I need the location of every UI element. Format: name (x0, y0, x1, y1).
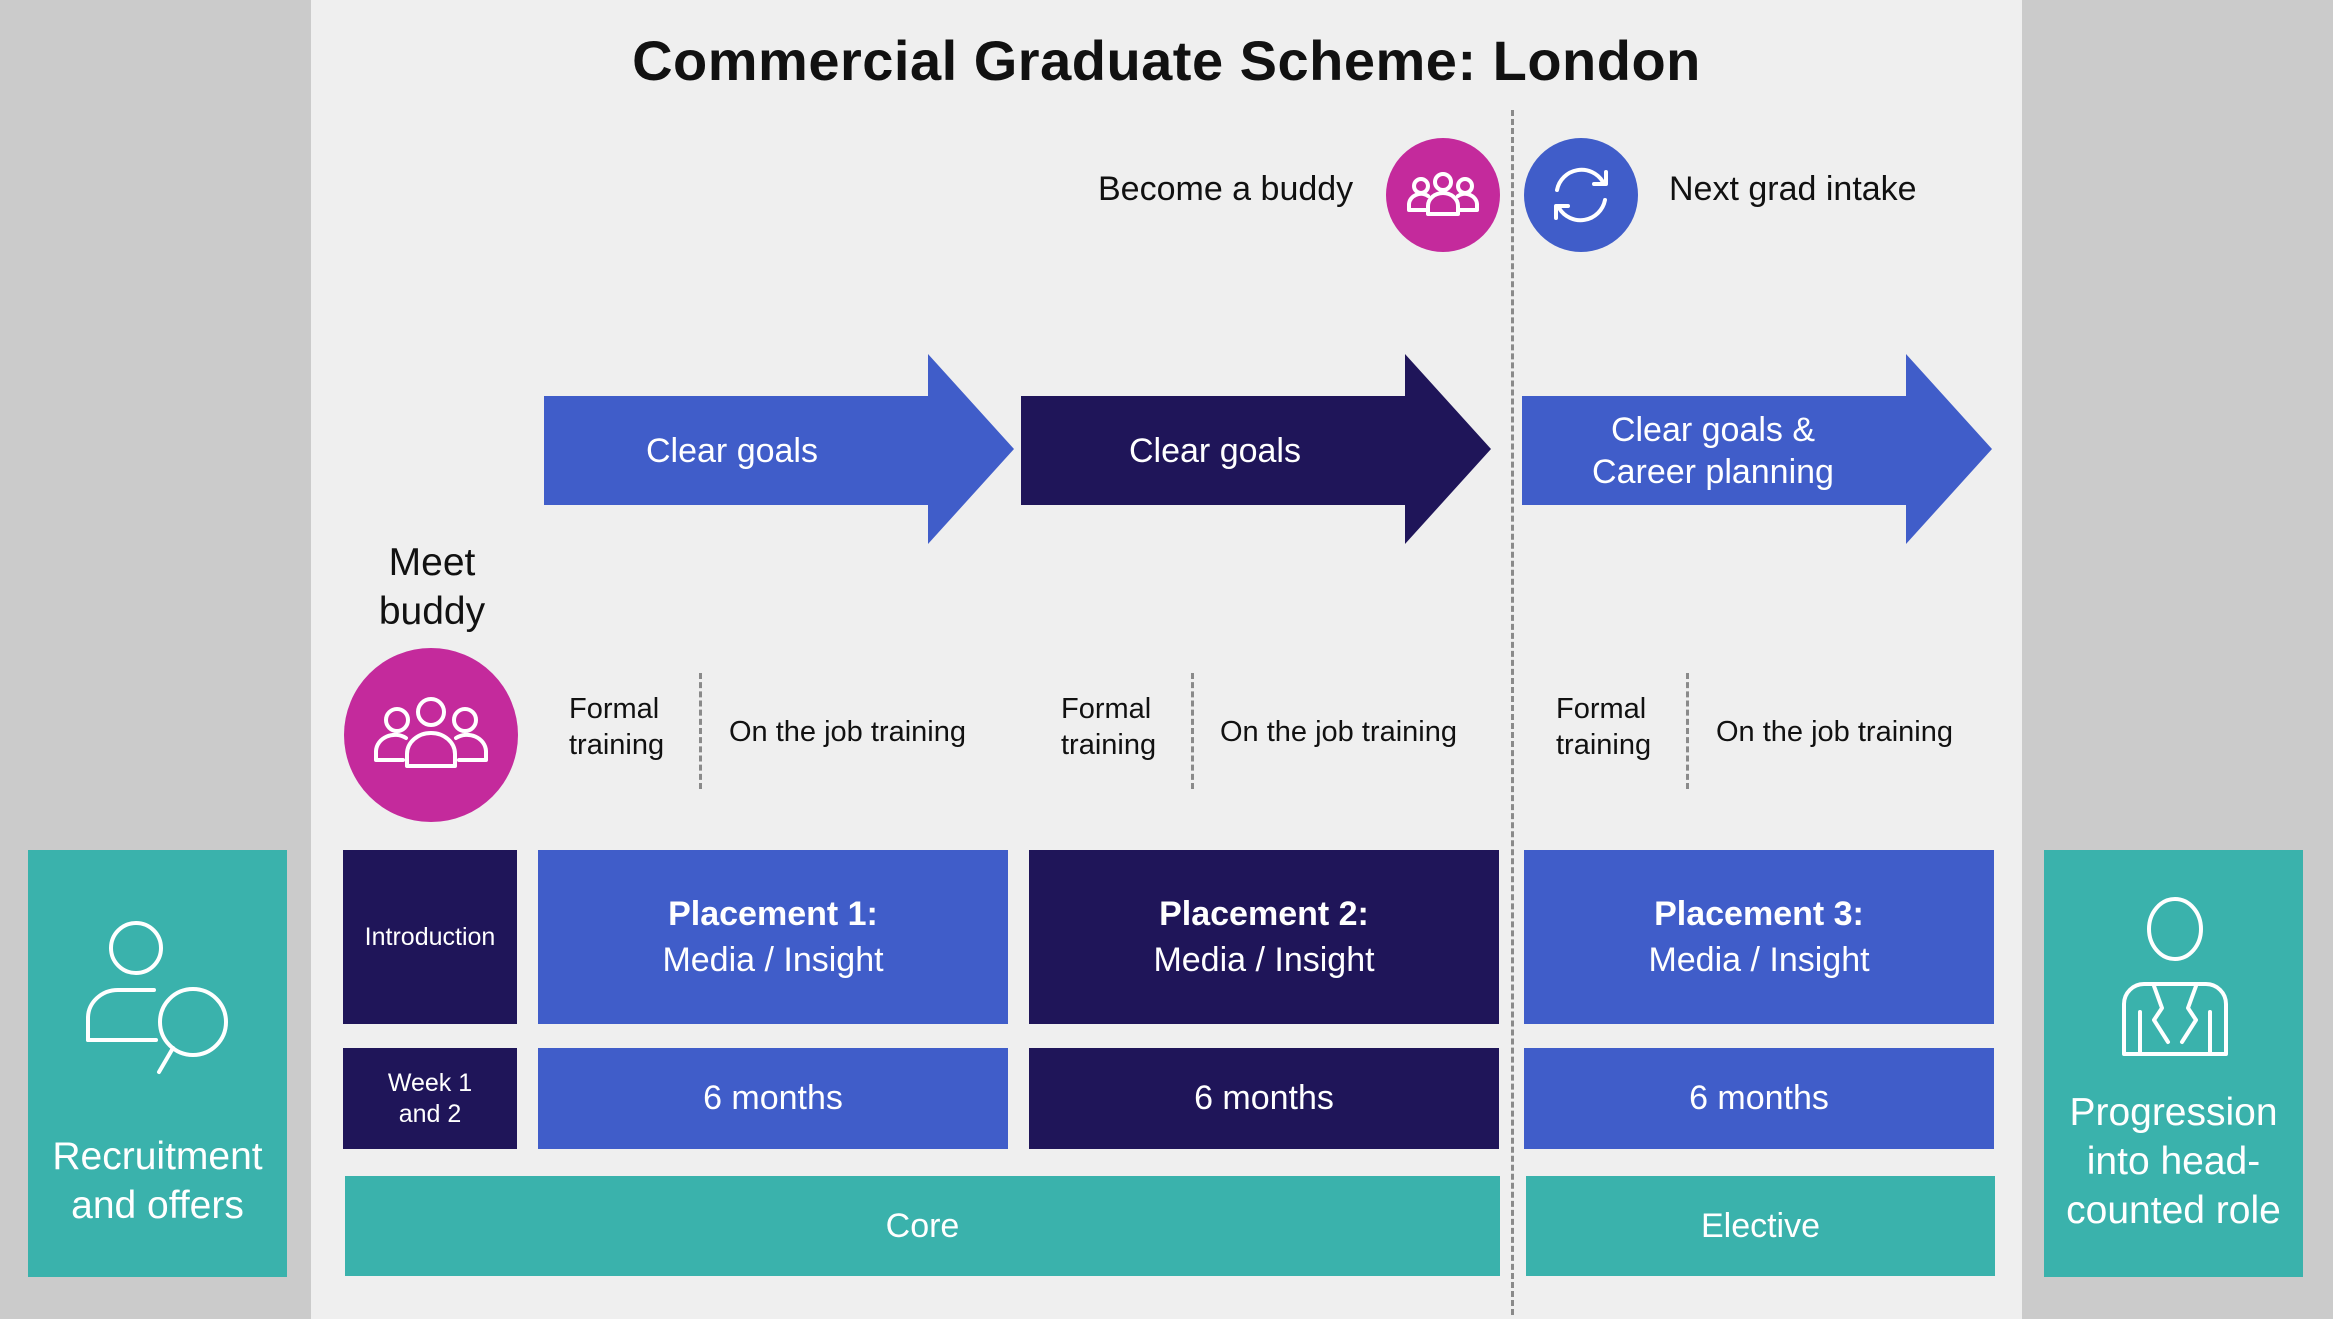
placement-3-box: Placement 3: Media / Insight (1524, 850, 1994, 1024)
core-track: Core (345, 1176, 1500, 1276)
placement-3-duration: 6 months (1524, 1048, 1994, 1149)
next-intake-label: Next grad intake (1669, 170, 1917, 208)
arrow-1-label: Clear goals (646, 431, 818, 470)
meet-buddy-label: Meet buddy (343, 538, 521, 636)
recruitment-panel: Recruitment and offers (28, 850, 287, 1277)
formal-training-2-line2: training (1061, 729, 1157, 761)
buddy-group-icon (1386, 138, 1500, 252)
arrow-3 (1522, 354, 1992, 544)
placement-2-title: Placement 2: (1159, 895, 1369, 933)
on-job-training-2: On the job training (1220, 716, 1457, 748)
progression-line3: counted role (2066, 1189, 2281, 1232)
placement-1-box: Placement 1: Media / Insight (538, 850, 1008, 1024)
progression-line1: Progression (2069, 1091, 2278, 1134)
formal-training-3: Formal training (1556, 691, 1651, 763)
meet-buddy-icon (344, 648, 518, 822)
placement-2-subtitle: Media / Insight (1153, 941, 1375, 979)
formal-training-3-line1: Formal (1556, 693, 1647, 725)
intro-duration-line1: Week 1 (387, 1068, 473, 1097)
arrow-2 (1021, 354, 1491, 544)
formal-training-3-line2: training (1556, 729, 1652, 761)
arrow-3-label: Clear goals & Career planning (1522, 396, 1904, 505)
training-divider-3 (1686, 673, 1689, 789)
meet-buddy-line2: buddy (378, 590, 486, 633)
placement-2-duration: 6 months (1029, 1048, 1499, 1149)
recruitment-line1: Recruitment (52, 1135, 263, 1178)
formal-training-1-line1: Formal (569, 693, 660, 725)
elective-track: Elective (1526, 1176, 1995, 1276)
training-divider-1 (699, 673, 702, 789)
person-speech-bubble-icon (86, 921, 228, 1074)
page-title: Commercial Graduate Scheme: London (632, 29, 1701, 92)
introduction-duration: Week 1 and 2 (343, 1048, 517, 1149)
progression-label: Progression into head- counted role (2044, 1088, 2303, 1235)
arrow-2-label: Clear goals (1129, 431, 1301, 470)
refresh-cycle-icon (1524, 138, 1638, 252)
intro-duration-line2: and 2 (398, 1099, 462, 1128)
arrow-3-label-line1: Clear goals & (1610, 410, 1816, 449)
placement-2-box: Placement 2: Media / Insight (1029, 850, 1499, 1024)
on-job-training-3: On the job training (1716, 716, 1953, 748)
placement-1-duration: 6 months (538, 1048, 1008, 1149)
progression-line2: into head- (2086, 1140, 2261, 1183)
introduction-box: Introduction (343, 850, 517, 1024)
on-job-training-1: On the job training (729, 716, 966, 748)
formal-training-2-line1: Formal (1061, 693, 1152, 725)
meet-buddy-line1: Meet (388, 541, 476, 584)
placement-1-subtitle: Media / Insight (662, 941, 884, 979)
placement-3-title: Placement 3: (1654, 895, 1864, 933)
arrow-3-label-line2: Career planning (1592, 452, 1834, 491)
formal-training-1: Formal training (569, 691, 664, 763)
recruitment-line2: and offers (71, 1184, 244, 1227)
intake-divider (1511, 110, 1514, 1315)
arrow-1 (544, 354, 1014, 544)
training-divider-2 (1191, 673, 1194, 789)
formal-training-1-line2: training (569, 729, 665, 761)
placement-1-title: Placement 1: (668, 895, 878, 933)
become-buddy-label: Become a buddy (1098, 170, 1354, 208)
placement-3-subtitle: Media / Insight (1648, 941, 1870, 979)
formal-training-2: Formal training (1061, 691, 1156, 763)
recruitment-label: Recruitment and offers (28, 1132, 287, 1230)
progression-panel: Progression into head- counted role (2044, 850, 2303, 1277)
person-suit-icon (2122, 897, 2228, 1056)
